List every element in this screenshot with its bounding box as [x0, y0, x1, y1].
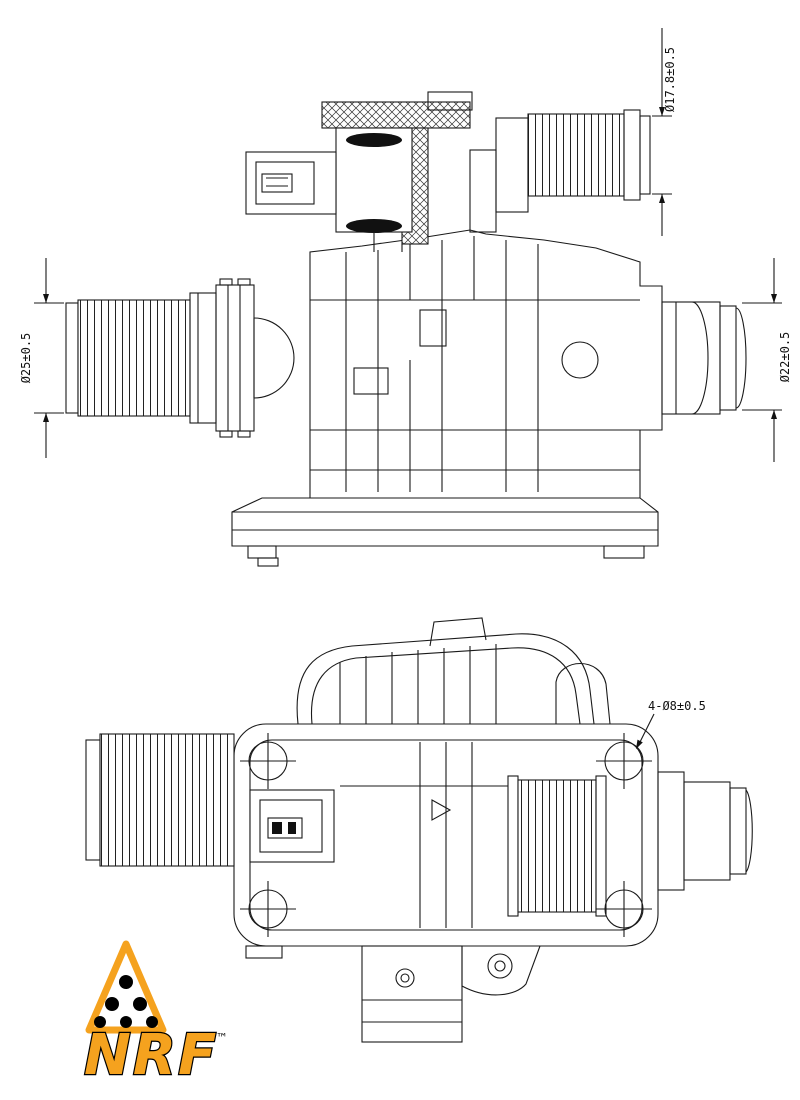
bolt-hole — [596, 881, 652, 937]
bottom-view-drawing: 4-Ø8±0.5 — [85, 617, 753, 1043]
left-hose-port — [65, 278, 295, 438]
dimension-left-hose: Ø25±0.5 — [19, 258, 64, 458]
housing-dome — [296, 617, 611, 725]
top-view-drawing: Ø25±0.5 Ø22±0.5 Ø17.8±0.5 — [19, 28, 792, 567]
bolt-hole — [240, 881, 296, 937]
nrf-brand-text: NRF — [84, 1023, 218, 1088]
ribbed-cylinder-bottom — [507, 775, 607, 917]
nrf-logo: NRF ™ — [83, 940, 228, 1089]
left-hose-bottom — [85, 733, 235, 867]
bolt-hole — [240, 733, 296, 789]
bolt-hole — [596, 733, 652, 789]
dimension-label-right-hose: Ø22±0.5 — [778, 332, 792, 383]
right-hose-port — [661, 301, 747, 415]
nrf-trademark: ™ — [216, 1031, 228, 1045]
bottom-brackets — [361, 945, 541, 1043]
base-flange — [231, 497, 659, 567]
dimension-right-hose: Ø22±0.5 — [742, 258, 792, 462]
right-port-bottom — [657, 771, 753, 891]
dimension-label-left-hose: Ø25±0.5 — [19, 333, 33, 384]
sensor-connector — [245, 151, 337, 215]
housing-body — [309, 229, 663, 499]
dimension-label-top-pipe: Ø17.8±0.5 — [663, 47, 677, 112]
nrf-triangle-dots-icon — [94, 975, 158, 1028]
bolt-holes — [240, 733, 652, 937]
top-outlet-pipe — [469, 109, 651, 233]
sensor-assembly — [245, 91, 473, 252]
dimension-bolt-holes: 4-Ø8±0.5 — [636, 699, 706, 749]
connector-block-bottom — [249, 789, 335, 863]
center-internals — [340, 742, 508, 928]
dimension-top-pipe: Ø17.8±0.5 — [652, 28, 677, 236]
dimension-label-bolt-holes: 4-Ø8±0.5 — [648, 699, 706, 713]
